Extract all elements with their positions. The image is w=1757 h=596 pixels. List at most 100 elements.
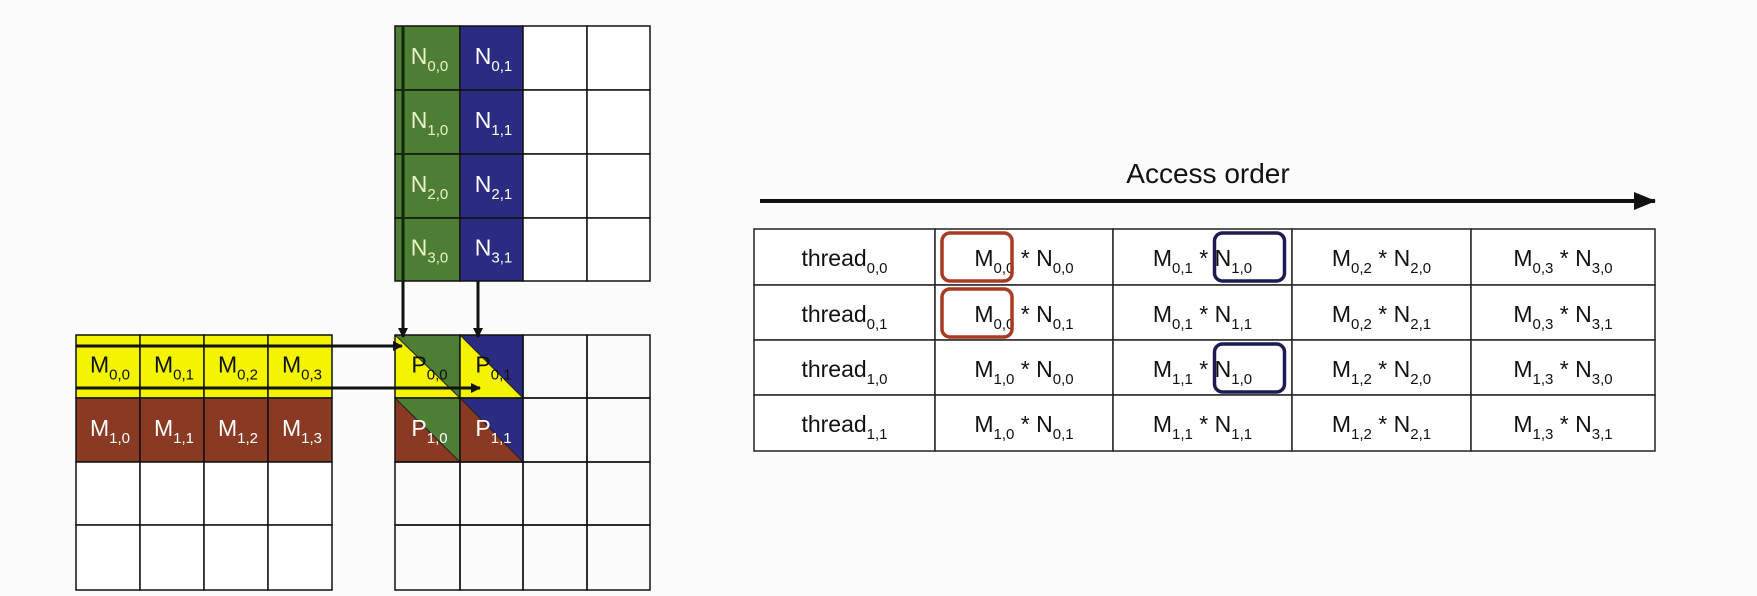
access-expr-3-1: M1,1 * N1,1 <box>1153 411 1252 443</box>
n-label-0-0-base: N <box>411 43 428 69</box>
m-cell <box>267 524 333 591</box>
n-term-subscript: 1,0 <box>1231 371 1252 388</box>
m-term-subscript: 1,0 <box>994 426 1015 443</box>
m-term-subscript: 0,2 <box>1351 316 1372 333</box>
operator: * <box>1193 245 1215 271</box>
n-label-0-1-subscript: 0,1 <box>491 58 512 75</box>
p-label-0-0: P0,0 <box>411 352 447 384</box>
n-label-3-0-base: N <box>411 235 428 261</box>
n-term-subscript: 1,1 <box>1231 426 1252 443</box>
m-cell <box>139 461 205 526</box>
n-term-subscript: 3,0 <box>1592 260 1613 277</box>
n-term-subscript: 2,0 <box>1410 371 1431 388</box>
m-cell <box>139 524 205 591</box>
m-term-subscript: 1,1 <box>1172 371 1193 388</box>
n-term: N <box>1036 301 1053 327</box>
m-term-subscript: 0,3 <box>1533 316 1554 333</box>
n-cell <box>459 153 524 219</box>
p-cell <box>459 461 524 526</box>
n-term: N <box>1394 411 1411 437</box>
n-label-0-0: N0,0 <box>411 43 448 75</box>
access-expr-1-2: M0,2 * N2,1 <box>1332 301 1431 333</box>
n-cell <box>522 153 588 219</box>
m-label-1-0-subscript: 1,0 <box>109 430 130 447</box>
n-label-3-1: N3,1 <box>475 235 512 267</box>
m-term: M <box>1332 245 1351 271</box>
operator: * <box>1193 356 1215 382</box>
n-cell <box>459 25 524 91</box>
p-cell <box>586 397 651 463</box>
n-cell <box>394 217 461 282</box>
n-cell <box>522 89 588 155</box>
n-term-subscript: 2,0 <box>1410 260 1431 277</box>
m-term: M <box>974 301 993 327</box>
m-term-subscript: 0,1 <box>1172 260 1193 277</box>
n-term: N <box>1215 245 1232 271</box>
n-term: N <box>1575 245 1592 271</box>
access-expr-0-1: M0,1 * N1,0 <box>1153 245 1252 277</box>
thread-label-0-base: thread <box>801 245 866 271</box>
p-cell <box>522 334 588 399</box>
m-term-subscript: 0,3 <box>1533 260 1554 277</box>
operator: * <box>1014 301 1036 327</box>
m-label-0-2-base: M <box>218 352 237 378</box>
n-term-subscript: 2,1 <box>1410 316 1431 333</box>
operator: * <box>1014 245 1036 271</box>
p-cell <box>522 461 588 526</box>
highlight-n-box <box>1212 231 1287 283</box>
n-label-1-1-base: N <box>475 107 492 133</box>
m-term-subscript: 1,0 <box>994 371 1015 388</box>
p-cell <box>586 461 651 526</box>
m-label-1-1: M1,1 <box>154 415 194 447</box>
access-expr-1-1: M0,1 * N1,1 <box>1153 301 1252 333</box>
p-label-0-0-subscript: 0,0 <box>427 367 448 384</box>
m-label-1-1-subscript: 1,1 <box>173 430 194 447</box>
access-expr-0-2: M0,2 * N2,0 <box>1332 245 1431 277</box>
p-cell <box>459 524 524 591</box>
n-label-0-1: N0,1 <box>475 43 512 75</box>
m-label-0-2: M0,2 <box>218 352 258 384</box>
n-cell <box>586 153 651 219</box>
operator: * <box>1372 245 1394 271</box>
m-label-1-3-subscript: 1,3 <box>301 430 322 447</box>
m-term: M <box>974 411 993 437</box>
access-cell <box>934 228 1114 286</box>
access-cell <box>934 394 1114 452</box>
access-expr-2-3: M1,3 * N3,0 <box>1513 356 1612 388</box>
p-label-0-1: P0,1 <box>475 352 511 384</box>
m-term-subscript: 0,1 <box>1172 316 1193 333</box>
access-expr-3-0: M1,0 * N0,1 <box>974 411 1073 443</box>
n-label-1-0-base: N <box>411 107 428 133</box>
m-term: M <box>974 245 993 271</box>
thread-label-2-base: thread <box>801 356 866 382</box>
m-term: M <box>1513 301 1532 327</box>
n-label-3-1-base: N <box>475 235 492 261</box>
m-cell <box>267 397 333 463</box>
m-label-0-0: M0,0 <box>90 352 130 384</box>
access-cell <box>1291 394 1472 452</box>
highlight-m-box <box>940 231 1014 283</box>
operator: * <box>1193 411 1215 437</box>
n-cell <box>522 217 588 282</box>
m-label-1-2-subscript: 1,2 <box>237 430 258 447</box>
p-label-0-0-base: P <box>411 352 426 378</box>
access-expr-3-3: M1,3 * N3,1 <box>1513 411 1612 443</box>
p-cell <box>394 461 461 526</box>
n-label-2-0-base: N <box>411 171 428 197</box>
p-label-1-1-base: P <box>475 415 490 441</box>
m-label-1-2-base: M <box>218 415 237 441</box>
p-cell-diagonal <box>459 334 524 399</box>
thread-label-1-subscript: 0,1 <box>867 316 888 333</box>
n-label-2-1-subscript: 2,1 <box>491 186 512 203</box>
access-expr-0-0: M0,0 * N0,0 <box>974 245 1073 277</box>
m-label-0-3-subscript: 0,3 <box>301 367 322 384</box>
n-term-subscript: 1,1 <box>1231 316 1252 333</box>
n-term-subscript: 0,1 <box>1053 316 1074 333</box>
highlight-m-box <box>940 287 1014 339</box>
p-label-1-0-subscript: 1,0 <box>427 430 448 447</box>
n-term-subscript: 1,0 <box>1231 260 1252 277</box>
n-label-3-0: N3,0 <box>411 235 448 267</box>
p-label-1-1: P1,1 <box>475 415 511 447</box>
